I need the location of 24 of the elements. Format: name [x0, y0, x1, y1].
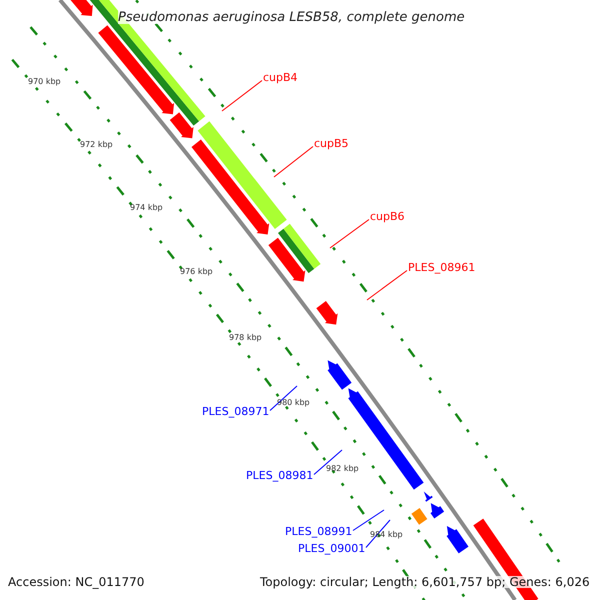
info-text: Topology: circular; Length: 6,601,757 bp; Genes: 6,026: [260, 576, 590, 588]
leader-line: [222, 80, 262, 112]
leader-line: [352, 510, 384, 531]
tick-label: 982 kbp: [326, 465, 359, 473]
gene-label: PLES_08991: [285, 526, 352, 537]
gene-label: cupB6: [370, 211, 405, 222]
gene-label: PLES_08971: [202, 406, 270, 417]
info-text: Accession: NC_011770: [8, 576, 144, 588]
leader-line: [366, 270, 408, 300]
gene-label: cupB5: [314, 138, 349, 149]
title: Pseudomonas aeruginosa LESB58, complete genome: [118, 11, 465, 24]
leader-line: [314, 450, 342, 475]
gene-label: cupB4: [263, 72, 298, 83]
leader-line: [330, 219, 370, 248]
gene-label: PLES_08981: [246, 470, 314, 481]
tick-label: 970 kbp: [28, 78, 61, 86]
tick-label: 974 kbp: [130, 204, 163, 212]
gene-label: PLES_08961: [408, 262, 476, 273]
tick-label: 980 kbp: [277, 399, 310, 407]
tick-label: 972 kbp: [80, 141, 113, 149]
tick-label: 978 kbp: [229, 334, 262, 342]
leader-line: [274, 146, 314, 178]
gene-label: PLES_09001: [298, 543, 366, 554]
tick-label: 976 kbp: [180, 268, 213, 276]
